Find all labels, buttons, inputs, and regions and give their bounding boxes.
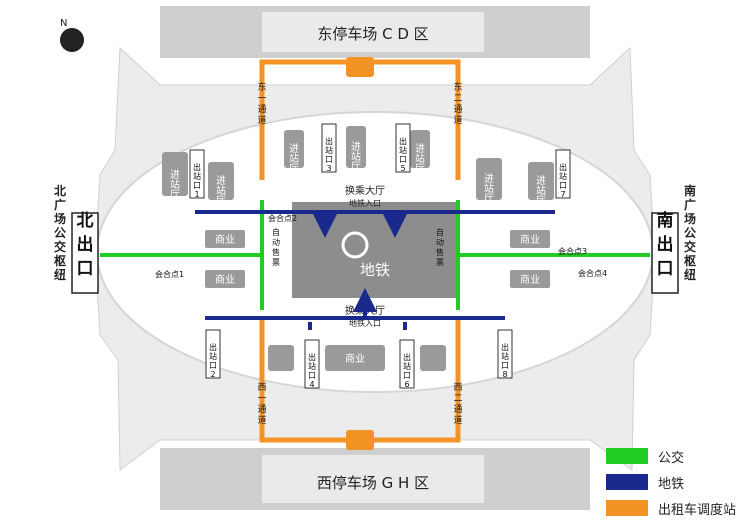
commerce-label: 商业 <box>345 352 365 365</box>
commerce-label: 商业 <box>520 233 540 246</box>
ticket-right: 自动售票 <box>436 227 444 267</box>
north-exit-label: 北出口 <box>77 211 94 279</box>
legend-item-metro: 地铁 <box>606 470 746 494</box>
meeting-point-4: 会合点4 <box>578 268 607 278</box>
entry-halls <box>162 126 554 371</box>
metro-swatch <box>606 474 648 490</box>
taxi-icon-north <box>346 57 374 77</box>
channel-e1: 东一通道 <box>257 81 266 126</box>
south-lot-title: 西停车场 G H 区 <box>317 474 429 492</box>
taxi-swatch <box>606 500 648 516</box>
legend-item-taxi: 出租车调度站 <box>606 496 746 520</box>
legend: 公交 地铁 出租车调度站 <box>606 444 746 522</box>
compass-n: N <box>60 18 67 29</box>
bus-swatch <box>606 448 648 464</box>
channel-e2: 东二通道 <box>453 81 462 126</box>
taxi-icon-south <box>346 430 374 450</box>
ticket-left: 自动售票 <box>272 227 280 267</box>
bus-routes <box>100 200 650 310</box>
commerce-label: 商业 <box>215 273 235 286</box>
metro-entrance-bottom: 地铁入口 <box>349 318 381 328</box>
north-bus-hub: 北广场公交枢纽 <box>54 183 66 282</box>
meeting-point-3: 会合点3 <box>558 246 587 256</box>
compass-icon <box>60 28 84 52</box>
meeting-point-1: 会合点1 <box>155 269 184 279</box>
channel-w1: 西一通道 <box>257 382 266 426</box>
south-exit-label: 南出口 <box>657 210 674 279</box>
channel-w2: 西二通道 <box>453 382 462 426</box>
metro-routes <box>195 210 555 330</box>
meeting-point-2: 会合点2 <box>268 213 297 223</box>
transfer-hall-top: 换乘大厅 <box>345 184 385 197</box>
south-bus-hub: 南广场公交枢纽 <box>684 183 696 282</box>
metro-logo-icon <box>341 231 369 259</box>
north-lot-title: 东停车场 C D 区 <box>317 25 428 43</box>
metro-label: 地铁 <box>360 261 390 279</box>
metro-entrance-top: 地铁入口 <box>349 198 381 208</box>
commerce-label: 商业 <box>215 233 235 246</box>
commerce-label: 商业 <box>520 273 540 286</box>
legend-item-bus: 公交 <box>606 444 746 468</box>
